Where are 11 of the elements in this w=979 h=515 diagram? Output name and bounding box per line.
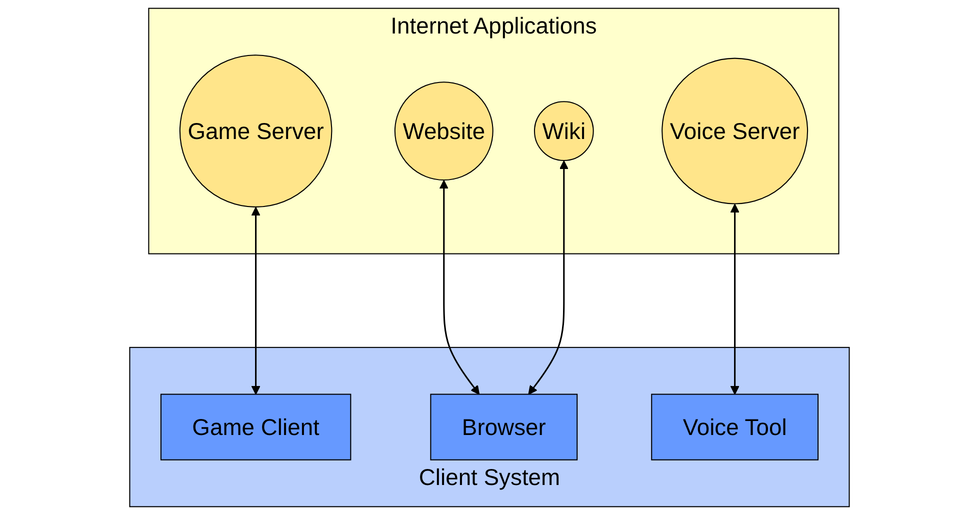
node-box: Game Client xyxy=(160,394,352,460)
node-box: Browser xyxy=(430,394,578,460)
arrow xyxy=(528,160,568,395)
node-box: Voice Tool xyxy=(651,394,819,460)
node-circle: Website xyxy=(394,82,494,181)
node-circle: Wiki xyxy=(534,101,594,161)
node-circle: Game Server xyxy=(179,54,332,208)
arrow xyxy=(251,206,260,395)
node-circle: Voice Server xyxy=(662,58,808,204)
arrow xyxy=(439,180,480,395)
arrow xyxy=(730,204,740,395)
